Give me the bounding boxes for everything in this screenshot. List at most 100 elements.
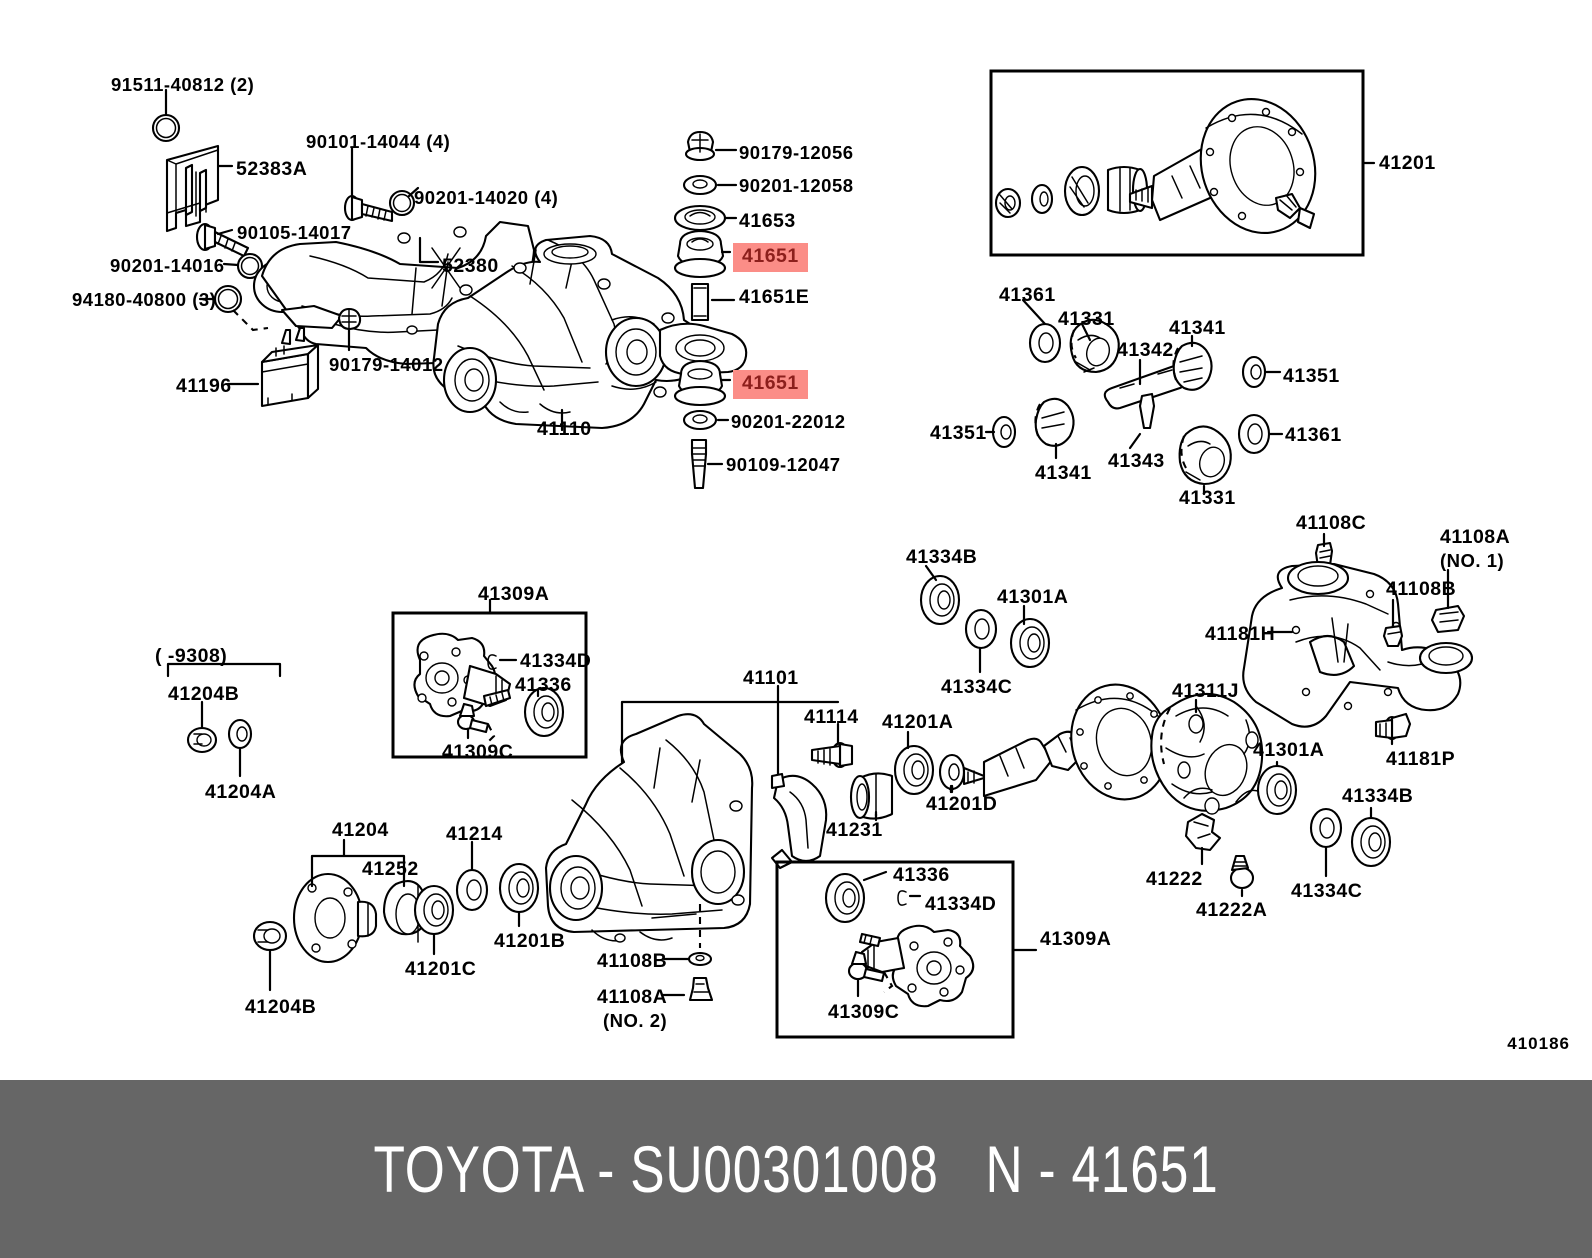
part-label-41651E: 41651E xyxy=(739,286,810,308)
part-41361-top xyxy=(1028,322,1062,364)
part-41651-lower-bushing xyxy=(673,359,727,407)
part-41309A-inset-hub xyxy=(858,924,975,1008)
part-label-41114: 41114 xyxy=(804,706,859,728)
footer-group-part: N - 41651 xyxy=(985,1132,1219,1206)
part-41311-pinion-shaft-mid xyxy=(962,730,1088,798)
leader-41101-bracket xyxy=(620,684,840,782)
part-label-41309A-inset: 41309A xyxy=(1040,928,1112,950)
part-label-41108A-no2: 41108A xyxy=(597,986,668,1008)
part-41651-upper-bushing xyxy=(673,229,727,279)
part-41101-bearing-cap xyxy=(770,772,828,870)
part-41214-washer xyxy=(455,868,489,912)
leader-52380 xyxy=(418,236,440,264)
part-41336-inset xyxy=(824,872,866,924)
part-label-41342: 41342 xyxy=(1117,339,1174,361)
part-label-41181H: 41181H xyxy=(1205,623,1276,645)
part-41301A-bot xyxy=(1256,764,1298,816)
part-41201A-left xyxy=(893,744,935,796)
part-label-41204A: 41204A xyxy=(205,781,277,803)
part-label-41336-inset: 41336 xyxy=(893,864,950,886)
part-label-41309A-mid: 41309A xyxy=(478,583,550,605)
part-label-41108C: 41108C xyxy=(1296,512,1367,534)
part-41201B-bearing xyxy=(498,862,540,914)
part-41334D-mid xyxy=(487,654,497,670)
leader-94180-dash xyxy=(232,309,269,332)
part-label-41108B-bot: 41108B xyxy=(597,950,668,972)
part-41204-companion-flange xyxy=(292,872,378,964)
part-label-90179-14012: 90179-14012 xyxy=(329,354,444,375)
bracket-41204B-date xyxy=(166,662,282,678)
part-label-41108B-right: 41108B xyxy=(1386,578,1457,600)
part-label-41101: 41101 xyxy=(743,667,799,689)
part-label-41351-left: 41351 xyxy=(930,422,987,444)
part-41361-bot xyxy=(1237,413,1271,455)
part-label-90201-12058: 90201-12058 xyxy=(739,175,854,196)
part-label-52380: 52380 xyxy=(442,255,499,277)
part-label-41110: 41110 xyxy=(537,418,592,440)
part-41343-pin xyxy=(1138,392,1156,430)
highlighted-part-41651-0[interactable]: 41651 xyxy=(733,243,808,272)
part-label-41196: 41196 xyxy=(176,375,232,397)
part-41108B-right-plug xyxy=(1382,624,1404,648)
part-label-date-9308: ( -9308) xyxy=(155,645,228,667)
part-label-41252: 41252 xyxy=(362,858,419,880)
part-label-41311J: 41311J xyxy=(1172,680,1239,702)
part-label-41201C: 41201C xyxy=(405,958,477,980)
part-label-41108A-no1-sub: (NO. 1) xyxy=(1440,550,1505,571)
part-label-41222A: 41222A xyxy=(1196,899,1268,921)
part-90179-12056 xyxy=(684,130,716,162)
part-41309A-mid-hub xyxy=(413,632,512,718)
part-label-41108A-no1: 41108A xyxy=(1440,526,1511,548)
part-90179-14012-nut xyxy=(337,307,362,331)
part-label-41204B-bot: 41204B xyxy=(245,996,317,1018)
part-label-52383A: 52383A xyxy=(236,158,308,180)
footer-brand-part: TOYOTA - SU00301008 xyxy=(373,1132,939,1206)
part-41351-right xyxy=(1241,355,1267,389)
part-label-91511-40812-2: 91511-40812 (2) xyxy=(111,74,255,95)
highlighted-part-41651-1[interactable]: 41651 xyxy=(733,370,808,399)
footer-bar: TOYOTA - SU00301008 N - 41651 xyxy=(0,1080,1592,1258)
part-90201-12058 xyxy=(682,174,718,196)
part-label-41334D-mid: 41334D xyxy=(520,650,592,672)
part-label-41309C-inset: 41309C xyxy=(828,1001,900,1023)
part-label-41331-bot: 41331 xyxy=(1179,487,1236,509)
part-label-41334B-bot: 41334B xyxy=(1342,785,1414,807)
part-41204A-washer xyxy=(227,718,253,750)
part-41114-bolt xyxy=(810,741,854,769)
part-41108A-no1-plug xyxy=(1430,604,1466,634)
part-label-41351-right: 41351 xyxy=(1283,365,1340,387)
part-41334C-bot xyxy=(1309,807,1343,849)
callout-marker-C-upper xyxy=(388,189,416,217)
part-label-41343: 41343 xyxy=(1108,450,1165,472)
part-label-94180-40800-3: 94180-40800 (3) xyxy=(72,289,217,310)
part-41653 xyxy=(673,204,727,232)
part-label-41361-bot: 41361 xyxy=(1285,424,1342,446)
part-41331-top xyxy=(1069,318,1120,374)
callout-marker-N xyxy=(213,284,243,314)
part-41309C-inset-bolt xyxy=(847,950,886,983)
part-label-41108A-no2-sub: (NO. 2) xyxy=(603,1010,668,1031)
part-41201D xyxy=(938,753,966,791)
leader-41343 xyxy=(1128,432,1142,450)
part-label-41331-top: 41331 xyxy=(1058,308,1115,330)
part-41181P-bolt xyxy=(1374,712,1412,741)
part-41108A-no2-plug xyxy=(688,976,714,1002)
callout-marker-C xyxy=(236,252,264,280)
part-41231-bushing xyxy=(849,772,894,820)
part-label-41231: 41231 xyxy=(826,819,883,841)
part-label-90101-14044-4: 90101-14044 (4) xyxy=(306,131,451,152)
part-label-41309C-mid: 41309C xyxy=(442,741,514,763)
inset-box-41309A-bot xyxy=(775,860,1015,1039)
part-label-41222: 41222 xyxy=(1146,868,1203,890)
part-41351-left xyxy=(991,415,1017,449)
part-label-41334C-bot: 41334C xyxy=(1291,880,1363,902)
part-label-41181P: 41181P xyxy=(1386,748,1456,770)
part-label-41201: 41201 xyxy=(1379,152,1436,174)
part-label-90201-22012: 90201-22012 xyxy=(731,411,846,432)
part-41204B-top-nut xyxy=(186,726,218,754)
part-90109-12047-bolt xyxy=(690,438,708,490)
part-label-41653: 41653 xyxy=(739,210,796,232)
part-41309C-mid-bolt xyxy=(456,702,490,734)
part-label-41341-top: 41341 xyxy=(1169,317,1226,339)
bracket-41204 xyxy=(310,838,406,888)
